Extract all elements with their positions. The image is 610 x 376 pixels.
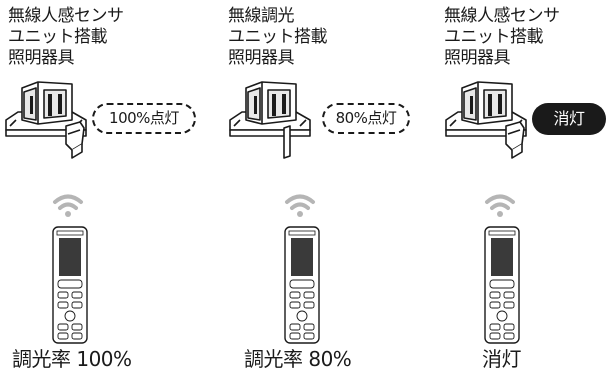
- status-badge: 100%点灯: [92, 103, 196, 134]
- remote-control-icon: [284, 226, 320, 344]
- column-2: 無線調光 ユニット搭載 照明器具 80%点灯: [208, 0, 410, 376]
- remote-control-icon: [52, 226, 88, 344]
- fixture-title: 無線人感センサ ユニット搭載 照明器具: [8, 6, 124, 68]
- column-3: 無線人感センサ ユニット搭載 照明器具 消灯: [416, 0, 610, 376]
- light-fixture-icon: [229, 81, 311, 159]
- light-fixture-icon: [445, 81, 527, 159]
- light-fixture-icon: [5, 81, 87, 159]
- remote-control-icon: [484, 226, 520, 344]
- wireless-signal-icon: [53, 194, 83, 217]
- wireless-signal-icon: [485, 194, 515, 217]
- status-badge: 消灯: [532, 103, 606, 135]
- dimming-caption: 調光率 80%: [244, 347, 352, 371]
- column-1: 無線人感センサ ユニット搭載 照明器具 100%点灯: [0, 0, 200, 376]
- fixture-title: 無線調光 ユニット搭載 照明器具: [228, 6, 328, 68]
- dimming-caption: 調光率 100%: [12, 347, 132, 371]
- fixture-title: 無線人感センサ ユニット搭載 照明器具: [444, 6, 560, 68]
- status-badge: 80%点灯: [322, 103, 410, 134]
- dimming-caption: 消灯: [482, 347, 522, 371]
- wireless-signal-icon: [285, 194, 315, 217]
